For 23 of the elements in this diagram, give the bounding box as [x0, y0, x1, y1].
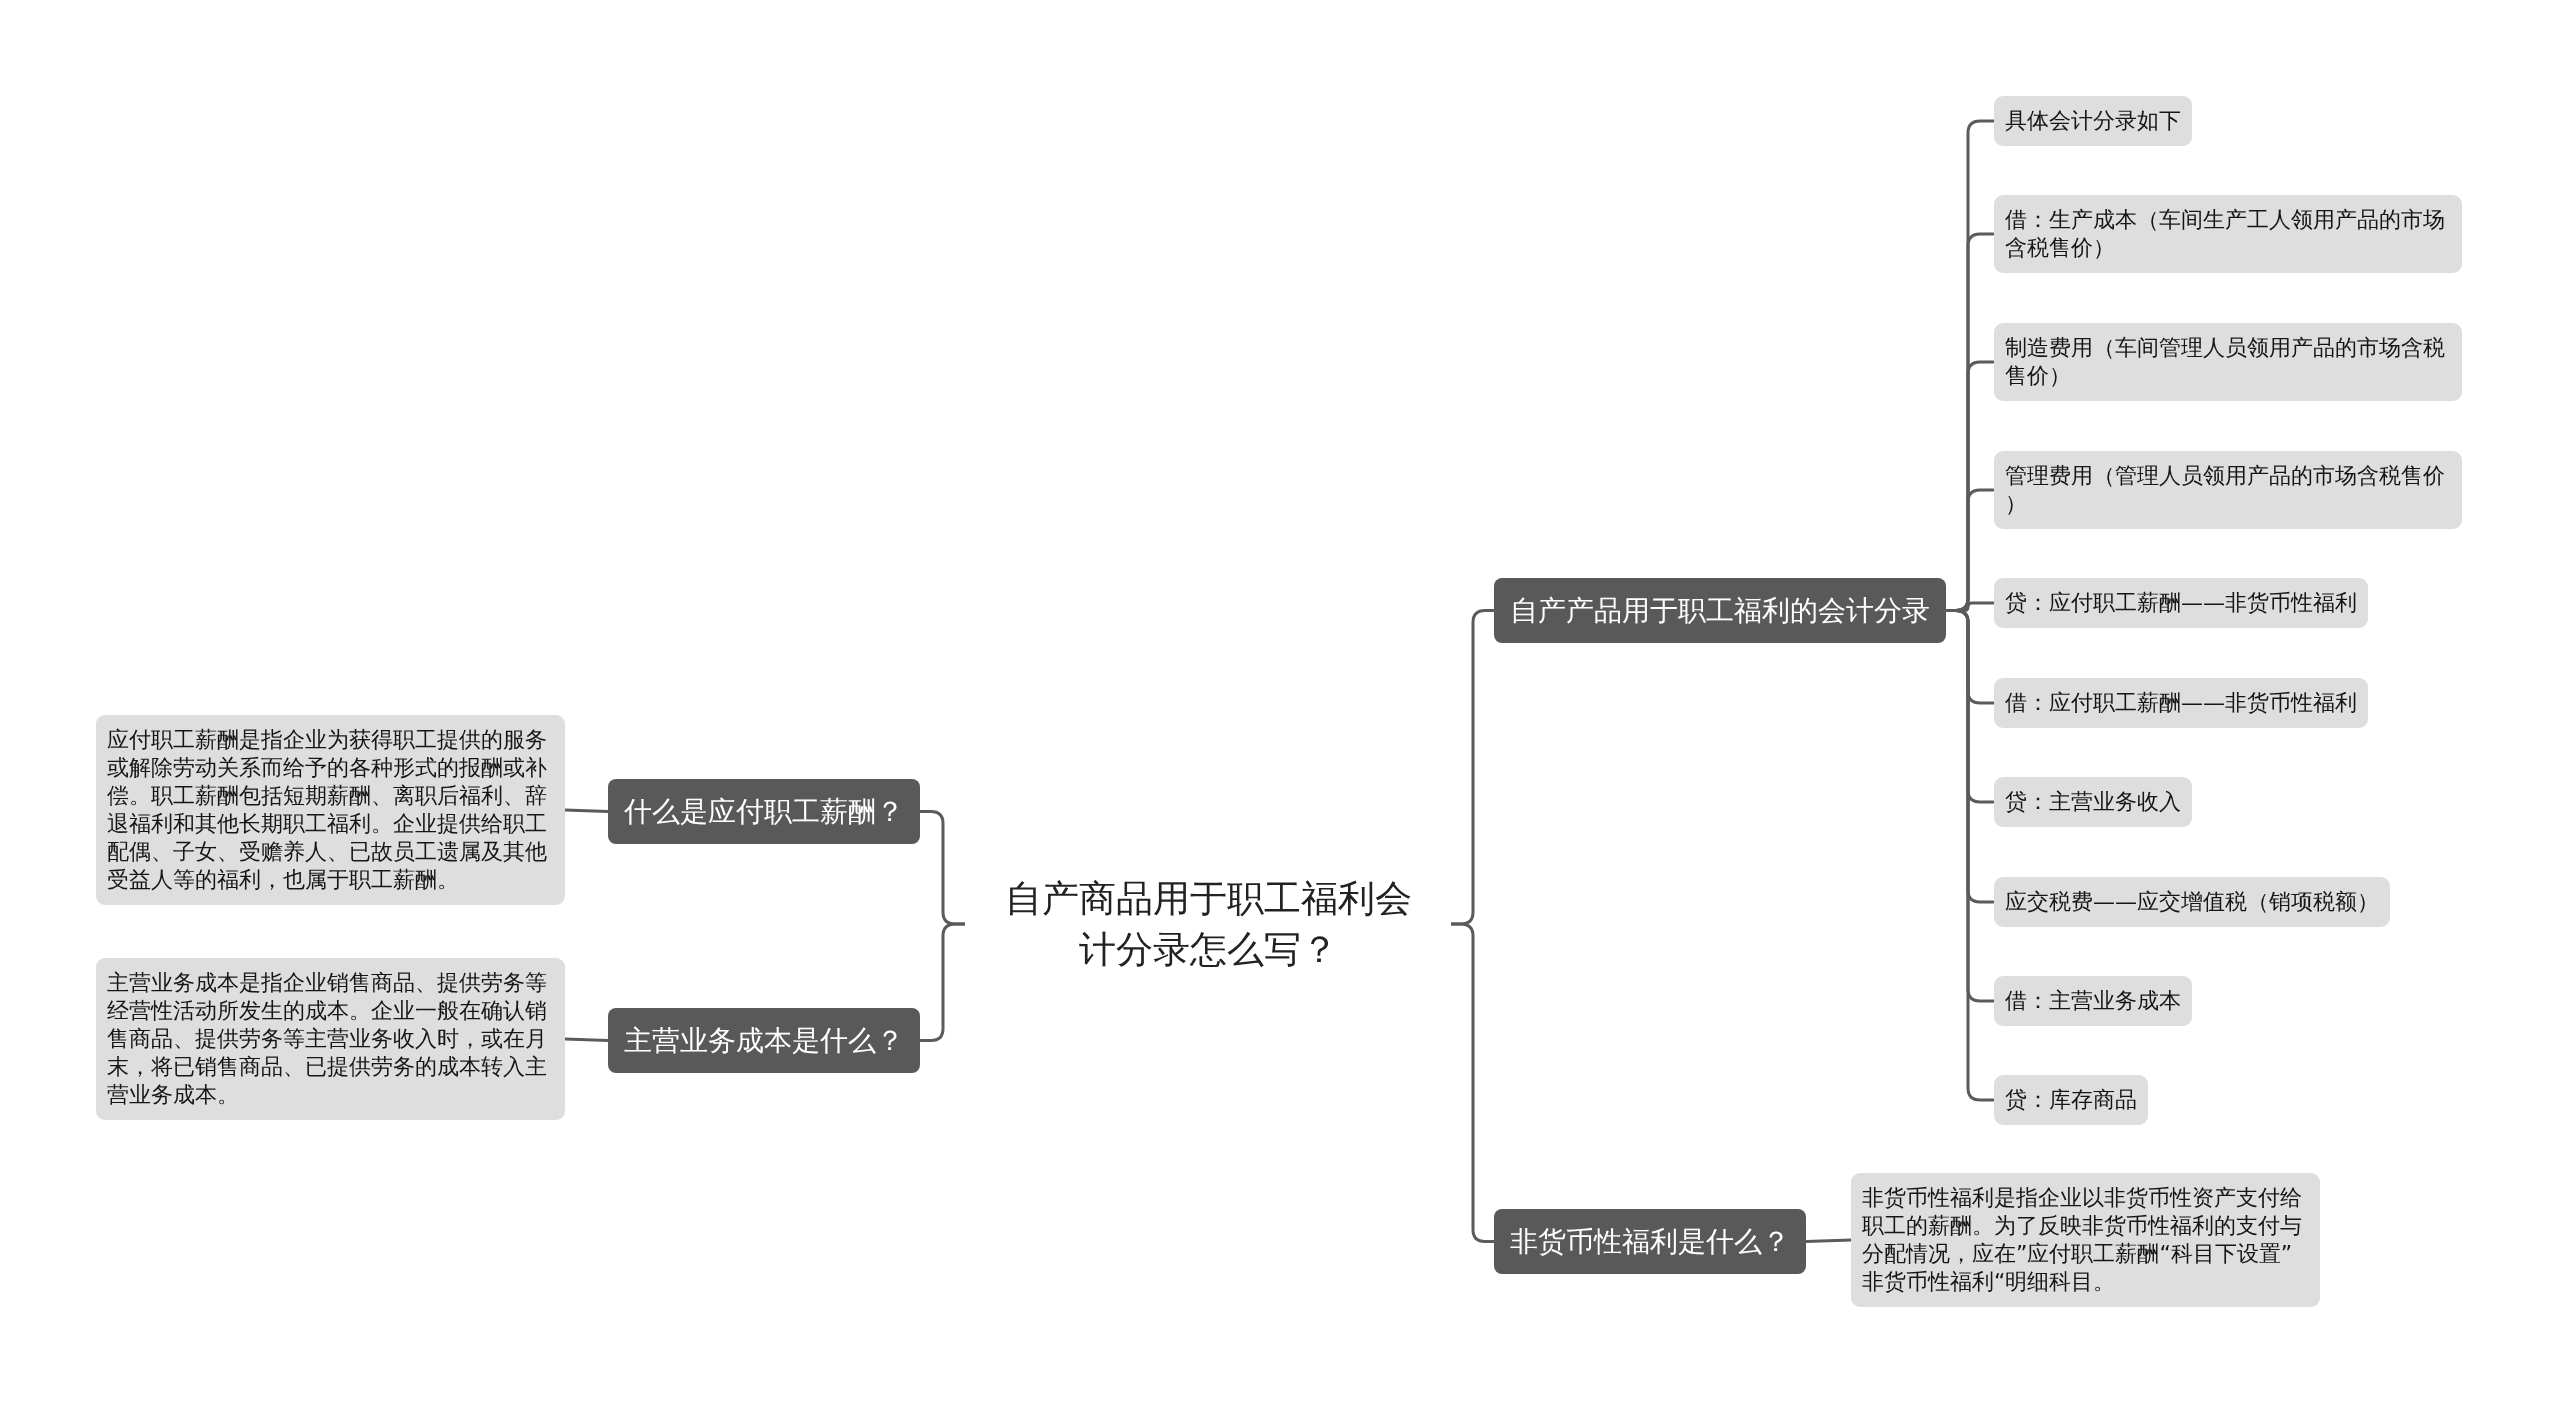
note-box: 借：生产成本（车间生产工人领用产品的市场含税售价） — [1994, 195, 2462, 273]
note-box: 应付职工薪酬是指企业为获得职工提供的服务或解除劳动关系而给予的各种形式的报酬或补偿。职工薪酬包括短期薪酬、离职后福利、辞退福利和其他长期职工福利。企业提供给职工配偶、子女、受赡养人、已故员工遗属及其他受益人等的福利，也属于职工薪酬。 — [96, 715, 565, 905]
note-box: 非货币性福利是指企业以非货币性资产支付给职工的薪酬。为了反映非货币性福利的支付与分配情况，应在”应付职工薪酬“科目下设置”非货币性福利“明细科目。 — [1851, 1173, 2320, 1307]
connector-line — [1451, 922, 1494, 1243]
connector-line — [564, 1037, 609, 1042]
topic-box: 自产产品用于职工福利的会计分录 — [1494, 578, 1946, 643]
note-box: 制造费用（车间管理人员领用产品的市场含税售价） — [1994, 323, 2462, 401]
note-box: 主营业务成本是指企业销售商品、提供劳务等经营性活动所发生的成本。企业一般在确认销售商品、提供劳务等主营业务收入时，或在月末，将已销售商品、已提供劳务的成本转入主营业务成本。 — [96, 958, 565, 1120]
note-box: 具体会计分录如下 — [1994, 96, 2192, 146]
note-box: 借：主营业务成本 — [1994, 976, 2192, 1026]
note-box: 贷：应付职工薪酬——非货币性福利 — [1994, 578, 2368, 628]
note-box: 贷：主营业务收入 — [1994, 777, 2192, 827]
note-box: 贷：库存商品 — [1994, 1075, 2148, 1125]
note-box: 借：应付职工薪酬——非货币性福利 — [1994, 678, 2368, 728]
topic-box: 主营业务成本是什么？ — [608, 1008, 920, 1073]
connector-line — [1805, 1238, 1852, 1243]
topic-box: 什么是应付职工薪酬？ — [608, 779, 920, 844]
note-box: 应交税费——应交增值税（销项税额） — [1994, 877, 2390, 927]
note-box: 管理费用（管理人员领用产品的市场含税售价） — [1994, 451, 2462, 529]
topic-box: 非货币性福利是什么？ — [1494, 1209, 1806, 1274]
connector-line — [920, 922, 965, 1042]
connector-line — [564, 808, 609, 813]
central-topic: 自产商品用于职工福利会计分录怎么写？ — [965, 873, 1451, 975]
